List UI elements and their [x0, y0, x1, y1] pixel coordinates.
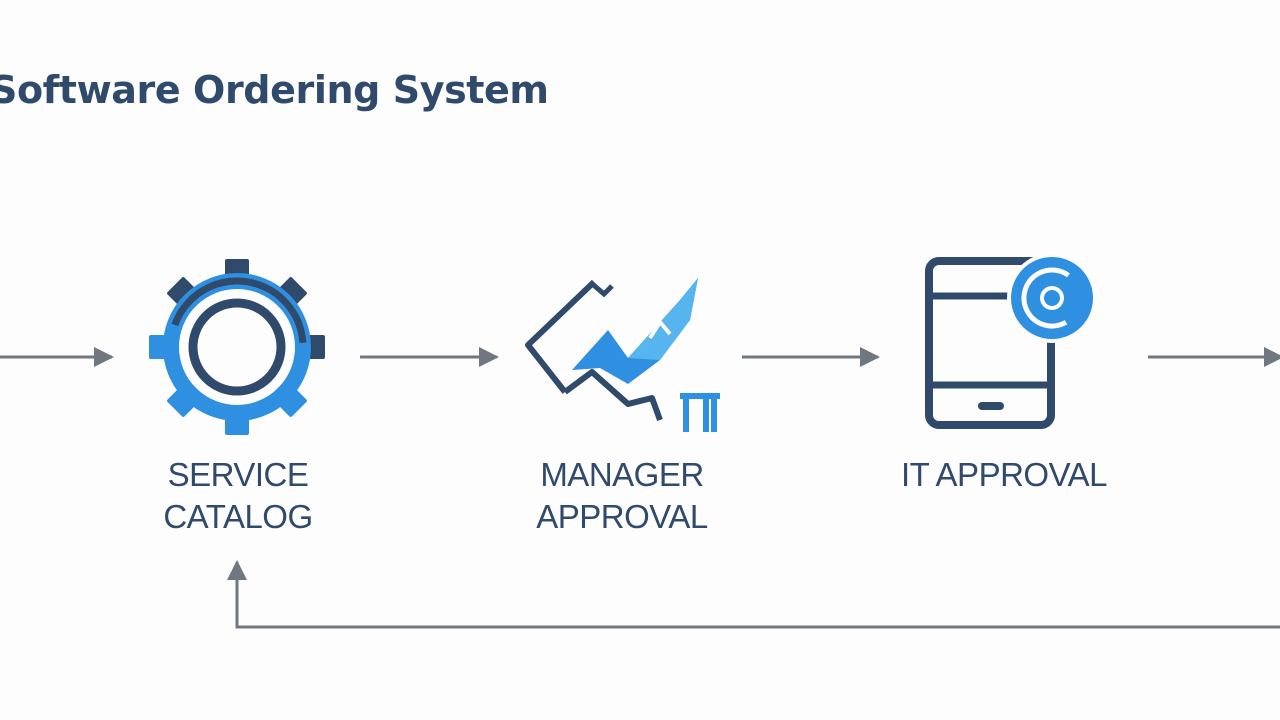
step-label-it-approval: IT APPROVAL: [872, 454, 1136, 496]
diagram-title: Software Ordering System: [0, 68, 549, 112]
step-label-line: APPROVAL: [536, 498, 708, 535]
step-label-line: SERVICE: [167, 456, 309, 493]
return-loop-arrow: [227, 560, 1280, 629]
step-label-line: CATALOG: [163, 498, 313, 535]
step-label-service-catalog: SERVICE CATALOG: [138, 454, 338, 538]
gear-icon: [149, 259, 325, 435]
step-label-line: MANAGER: [540, 456, 704, 493]
checkmark-approval-icon: [525, 278, 720, 432]
step-label-line: IT APPROVAL: [900, 456, 1108, 493]
mobile-phone-icon: [925, 253, 1097, 429]
step-label-manager-approval: MANAGER APPROVAL: [510, 454, 734, 538]
